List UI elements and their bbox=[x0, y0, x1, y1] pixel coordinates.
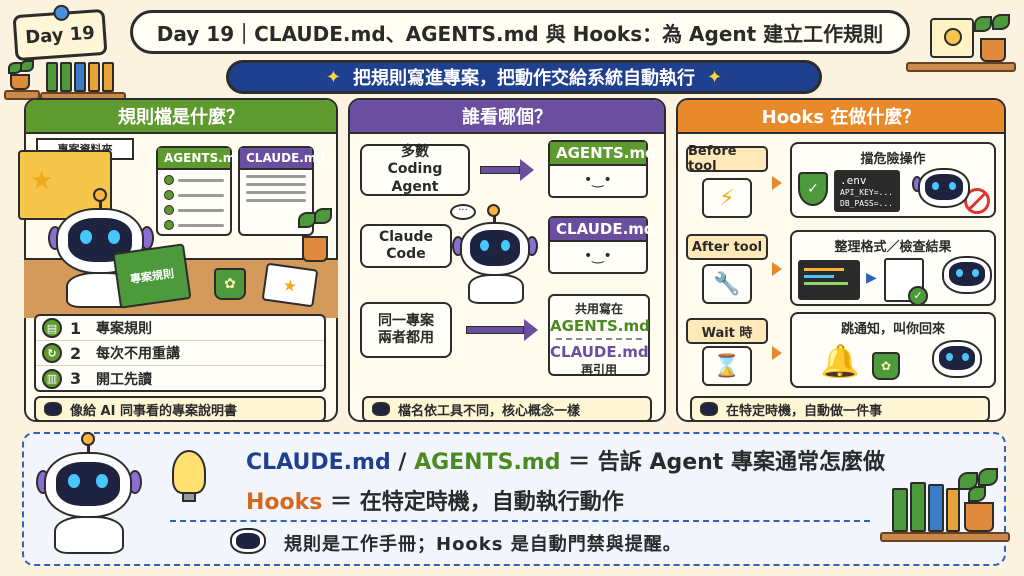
check-icon bbox=[164, 220, 174, 230]
shared-rules-box: 共用寫在 AGENTS.md CLAUDE.md 再引用 bbox=[548, 294, 650, 377]
leaf-icon bbox=[968, 486, 986, 502]
robot-icon bbox=[372, 402, 390, 416]
list-item: ▥ 3 開工先讀 bbox=[36, 366, 324, 391]
robot-icon bbox=[700, 402, 718, 416]
arrow-icon bbox=[466, 326, 524, 334]
arrow-icon bbox=[520, 159, 534, 181]
divider bbox=[170, 520, 870, 522]
arrow-icon bbox=[480, 166, 520, 174]
smile-icon: •‿• bbox=[584, 248, 612, 264]
list-item: ↻ 2 每次不用重講 bbox=[36, 341, 324, 366]
plant-icon bbox=[980, 38, 1006, 62]
panel-footer: 檔名依工具不同，核心概念一樣 bbox=[362, 396, 652, 422]
book-icon bbox=[910, 482, 926, 532]
subtitle-banner: ✦ 把規則寫進專案，把動作交給系統自動執行 ✦ bbox=[226, 60, 822, 94]
agents-md-note: AGENTS.md bbox=[156, 146, 244, 236]
code-window-icon bbox=[798, 260, 860, 300]
summary-line-rules: CLAUDE.md / AGENTS.md ＝ 告訴 Agent 專案通常怎麼做 bbox=[246, 450, 885, 475]
arrow-icon bbox=[772, 176, 782, 190]
mug-icon: ✿ bbox=[872, 352, 900, 380]
book-icon bbox=[74, 62, 86, 92]
agents-md-card: AGENTS.md •‿• bbox=[548, 140, 656, 198]
arrow-icon bbox=[524, 319, 538, 341]
shield-icon: ✓ bbox=[798, 172, 828, 206]
coding-agent-label: 多數 Coding Agent bbox=[360, 144, 470, 196]
page-title: Day 19｜CLAUDE.md、AGENTS.md 與 Hooks：為 Age… bbox=[130, 10, 910, 54]
bell-icon: 🔔 bbox=[820, 342, 860, 380]
shelf-small bbox=[4, 90, 40, 100]
panel-heading: 規則檔是什麼？ bbox=[26, 100, 336, 134]
plant-icon bbox=[10, 74, 30, 90]
day-badge: Day 19 bbox=[12, 4, 108, 62]
notepad-icon: ★ bbox=[261, 262, 319, 308]
checklist-icon: ✓ bbox=[884, 258, 928, 306]
lightning-icon: ⚡ bbox=[702, 178, 752, 218]
sparkle-icon: ✦ bbox=[707, 66, 723, 88]
panel-footer: 像給 AI 同事看的專案說明書 bbox=[34, 396, 326, 422]
sparkle-icon: ✦ bbox=[325, 66, 341, 88]
leaf-icon bbox=[314, 208, 332, 224]
document-icon: ▤ bbox=[42, 318, 62, 338]
book-icon bbox=[102, 62, 114, 92]
summary-tagline: 規則是工作手冊；Hooks 是自動門禁與提醒。 bbox=[284, 534, 682, 555]
refresh-icon: ↻ bbox=[42, 343, 62, 363]
book-icon bbox=[946, 488, 960, 532]
book-icon bbox=[892, 488, 908, 532]
summary-line-hooks: Hooks ＝ 在特定時機，自動執行動作 bbox=[246, 490, 624, 515]
check-icon bbox=[164, 175, 174, 185]
wrench-icon: 🔧 bbox=[702, 264, 752, 304]
star-icon: ★ bbox=[30, 166, 54, 196]
leaf-icon bbox=[958, 472, 978, 490]
panel-heading: 誰看哪個？ bbox=[350, 100, 664, 134]
leaf-icon bbox=[974, 16, 992, 32]
thought-bubble-icon: ··· bbox=[450, 204, 476, 220]
arrow-icon bbox=[772, 262, 782, 276]
claude-md-card: CLAUDE.md •‿• bbox=[548, 216, 655, 274]
shelf bbox=[880, 532, 1010, 542]
book-icon bbox=[928, 484, 944, 532]
lightbulb-icon bbox=[172, 450, 206, 502]
check-icon bbox=[164, 205, 174, 215]
book-icon: ▥ bbox=[42, 368, 62, 389]
claude-code-label: Claude Code bbox=[360, 224, 452, 268]
env-file: .env API_KEY=... DB_PASS=... bbox=[834, 170, 900, 212]
list-item: ▤ 1 專案規則 bbox=[36, 316, 324, 341]
hook-desc-before: 擋危險操作 ✓ .env API_KEY=... DB_PASS=... bbox=[790, 142, 996, 218]
hourglass-icon: ⌛ bbox=[702, 346, 752, 386]
book-icon bbox=[88, 62, 100, 92]
arrow-icon: ▶ bbox=[866, 270, 877, 286]
mug-icon: ✿ bbox=[214, 268, 246, 300]
robot-icon bbox=[228, 526, 268, 556]
book-icon bbox=[46, 62, 58, 92]
hook-label-before: Before tool bbox=[686, 144, 768, 174]
leaf-icon bbox=[978, 468, 998, 486]
leaf-icon bbox=[992, 14, 1010, 30]
picture-frame-icon bbox=[930, 18, 974, 58]
pin-icon bbox=[52, 4, 70, 22]
plant-icon bbox=[302, 236, 328, 262]
rules-list: ▤ 1 專案規則 ↻ 2 每次不用重講 ▥ 3 開工先讀 bbox=[34, 314, 326, 392]
smile-icon: •‿• bbox=[584, 172, 612, 188]
shelf bbox=[906, 62, 1016, 72]
check-icon bbox=[164, 190, 174, 200]
leaf-icon bbox=[20, 60, 34, 72]
rule-book-icon: 專案規則 bbox=[112, 243, 192, 309]
both-label: 同一專案 兩者都用 bbox=[360, 302, 452, 358]
panel-footer: 在特定時機，自動做一件事 bbox=[690, 396, 990, 422]
robot-icon bbox=[44, 402, 62, 416]
book-icon bbox=[60, 62, 72, 92]
hook-label-after: After tool bbox=[686, 234, 768, 260]
plant-icon bbox=[964, 502, 994, 532]
panel-heading: Hooks 在做什麼？ bbox=[678, 100, 1004, 134]
arrow-icon bbox=[772, 346, 782, 360]
hook-label-wait: Wait 時 bbox=[686, 318, 768, 344]
